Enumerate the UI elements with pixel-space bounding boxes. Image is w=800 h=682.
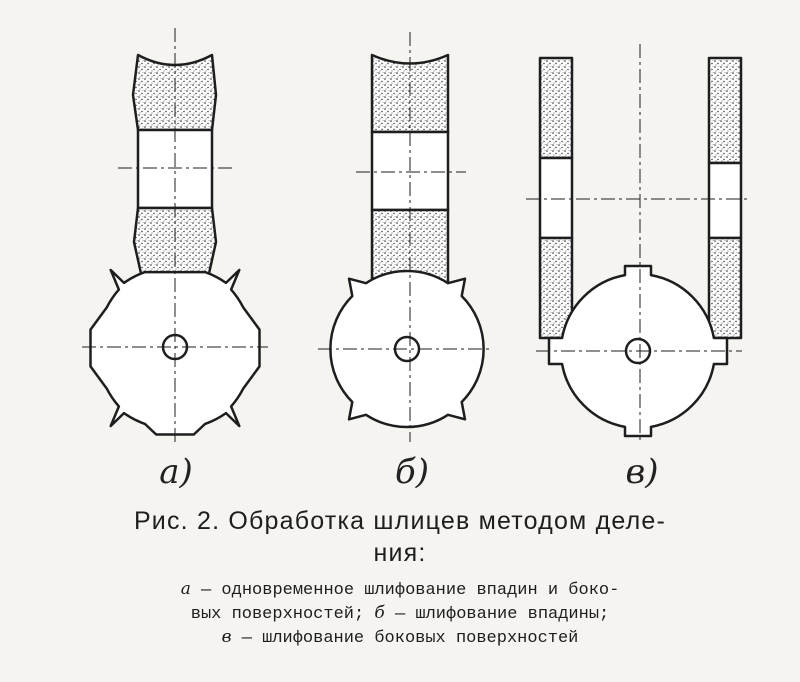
grinding-wheel-c-right-upper <box>707 56 743 165</box>
legend-text-b: — шлифование впадины; <box>384 605 610 624</box>
legend-key-c: в <box>221 627 232 647</box>
figure-caption-title: Рис. 2. Обработка шлицев методом деле- н… <box>0 505 800 569</box>
grinding-wheel-c-left-middle <box>538 156 574 240</box>
variant-c <box>526 44 748 442</box>
centerlines-c <box>526 44 748 442</box>
grinding-wheel-a-lower <box>132 206 218 280</box>
grinding-wheel-c-right-lower <box>707 236 743 340</box>
grinding-wheel-c-left-upper <box>538 56 574 160</box>
legend-key-b: б <box>374 603 385 623</box>
legend-line-1: а — одновременное шлифование впадин и бо… <box>30 578 770 602</box>
legend-text-c: — шлифование боковых поверхностей <box>231 629 579 648</box>
legend-text-a-cont: вых поверхностей; <box>190 605 375 624</box>
variant-a <box>82 28 268 442</box>
variant-b <box>318 32 492 442</box>
grinding-wheel-a-middle <box>136 128 214 210</box>
caption-title-line-1: Рис. 2. Обработка шлицев методом деле- <box>133 507 667 535</box>
legend-line-2: вых поверхностей; б — шлифование впадины… <box>30 602 770 626</box>
label-variant-c: в) <box>625 452 659 492</box>
figure-legend: а — одновременное шлифование впадин и бо… <box>30 578 770 650</box>
grinding-wheel-c-right-middle <box>707 161 743 240</box>
centerlines-a <box>82 28 268 442</box>
legend-key-a: а <box>180 579 191 599</box>
caption-title-line-2: ния: <box>373 539 427 567</box>
centerlines-b <box>318 32 492 442</box>
label-variant-a: а) <box>159 452 193 492</box>
legend-text-a: — одновременное шлифование впадин и боко… <box>190 581 620 600</box>
spline-grinding-diagram <box>82 28 748 442</box>
legend-line-3: в — шлифование боковых поверхностей <box>30 626 770 650</box>
label-variant-b: б) <box>394 452 430 492</box>
